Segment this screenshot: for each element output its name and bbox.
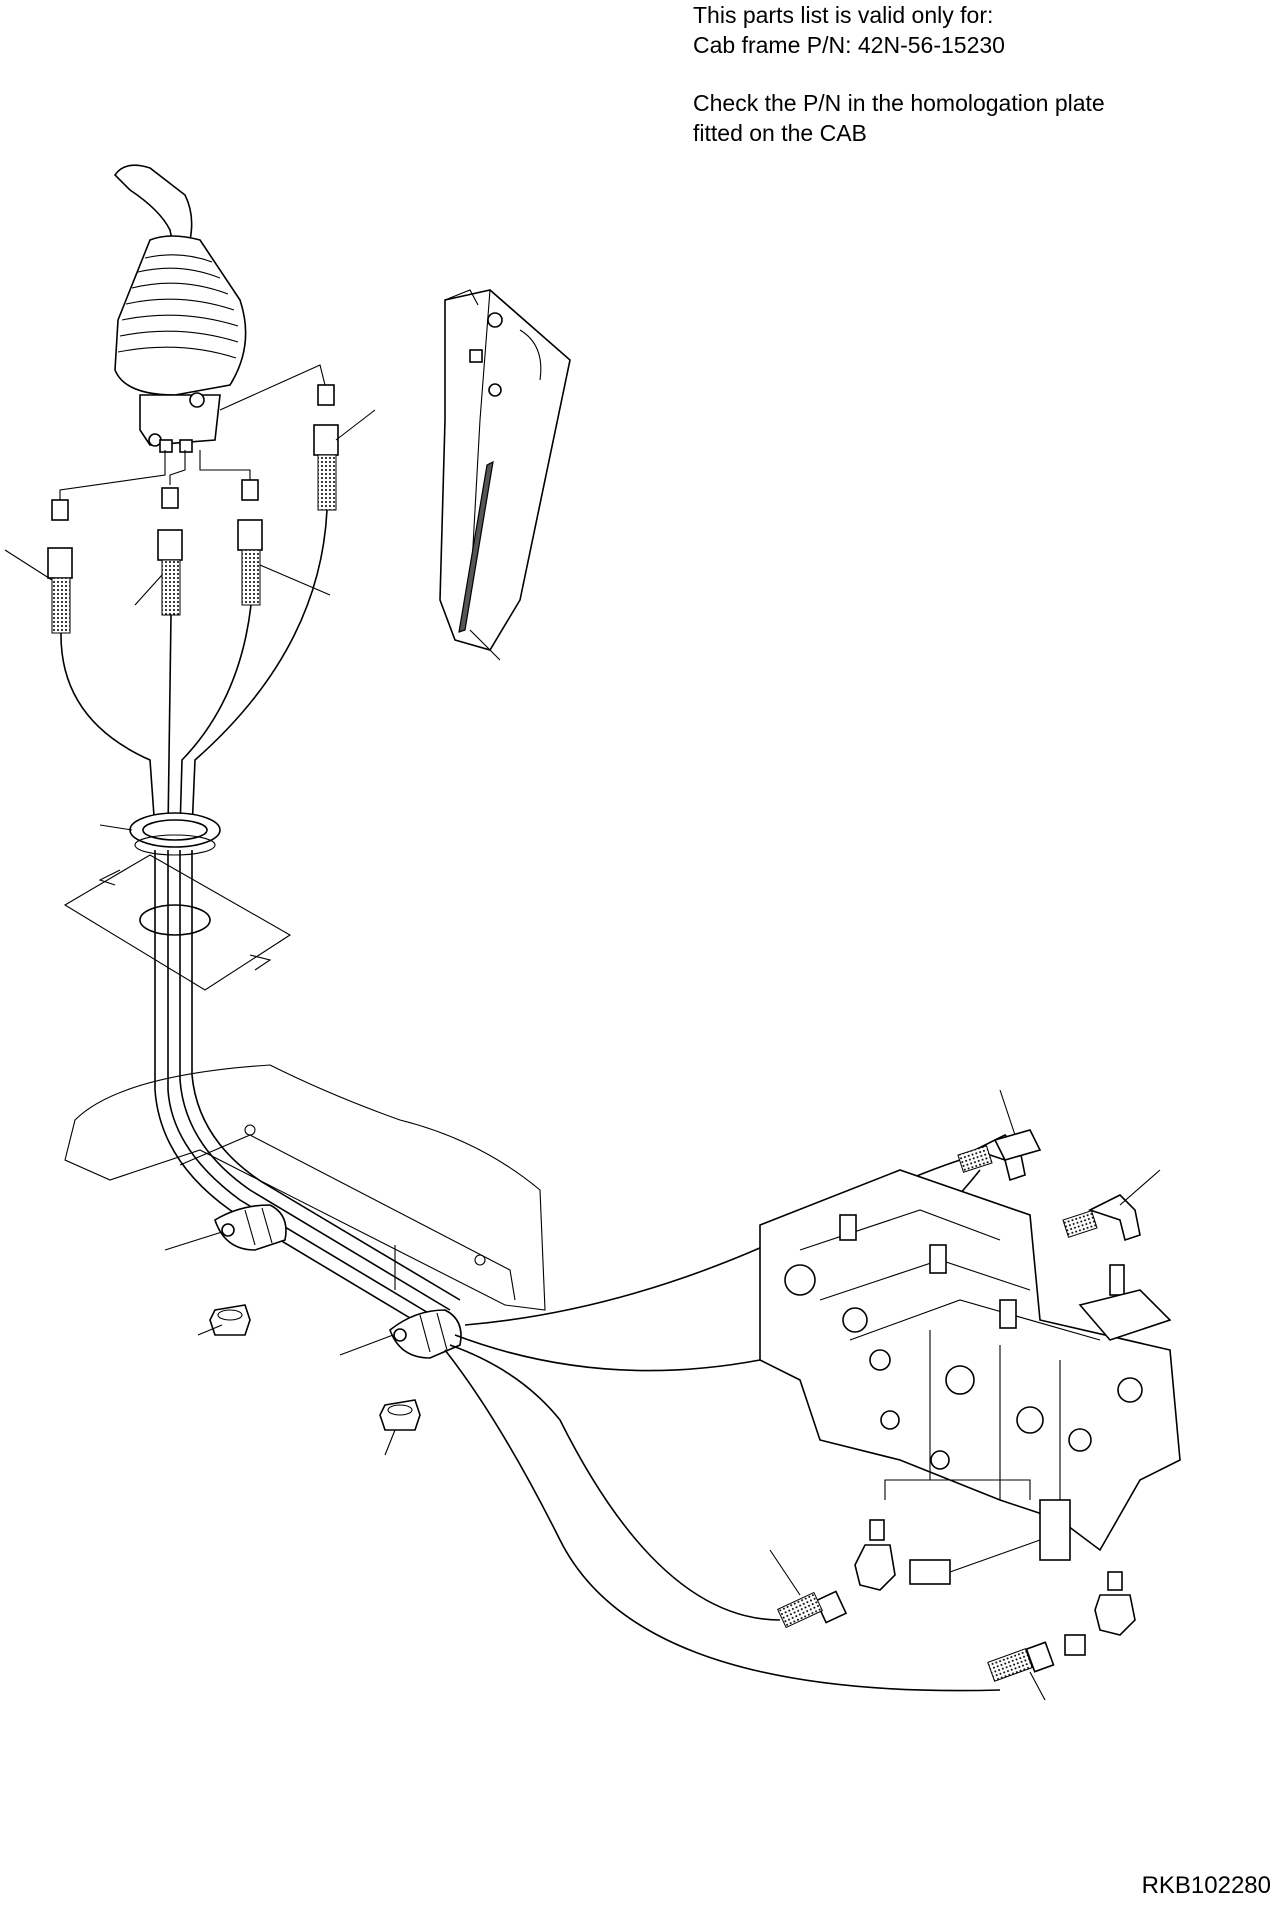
control-valve-block <box>759 1169 1181 1561</box>
drawing-reference: RKB102280 <box>1141 1872 1271 1899</box>
hose-bundle <box>154 850 461 1331</box>
note-line-2: Cab frame P/N: 42N-56-15230 <box>693 32 1005 58</box>
lower-elbow-fitting-2 <box>987 1571 1136 1682</box>
nut-1 <box>209 1304 251 1336</box>
hose-clamp-2 <box>389 1309 462 1359</box>
valve-port-connection-bracket <box>884 1479 1031 1500</box>
callout-leaders <box>4 409 1161 1701</box>
floor-plate <box>63 854 292 991</box>
note-line-4: fitted on the CAB <box>693 120 867 146</box>
cab-frame-detail <box>439 289 571 651</box>
electrical-connector <box>909 1539 1041 1585</box>
port-leader-lines <box>59 364 326 500</box>
note-line-1: This parts list is valid only for: <box>693 2 994 28</box>
valve-elbow-fitting-1 <box>957 1129 1042 1182</box>
note-line-3: Check the P/N in the homologation plate <box>693 90 1105 116</box>
joystick-boot-folds <box>117 254 239 359</box>
pilot-hoses-upper <box>60 509 328 831</box>
floor-grommet <box>129 812 221 856</box>
joystick <box>113 164 247 453</box>
validity-note: This parts list is valid only for: Cab f… <box>693 0 1105 148</box>
lower-elbow-fitting-1 <box>776 1519 896 1629</box>
hose-fitting-4 <box>313 384 339 511</box>
nut-2 <box>379 1399 421 1431</box>
mounting-bracket <box>64 1064 546 1311</box>
valve-elbow-fitting-2 <box>1062 1194 1141 1242</box>
hose-fitting-1 <box>47 499 73 634</box>
hose-fitting-2 <box>157 487 183 616</box>
hose-clamp-1 <box>214 1204 287 1251</box>
hose-fitting-3 <box>237 479 263 606</box>
